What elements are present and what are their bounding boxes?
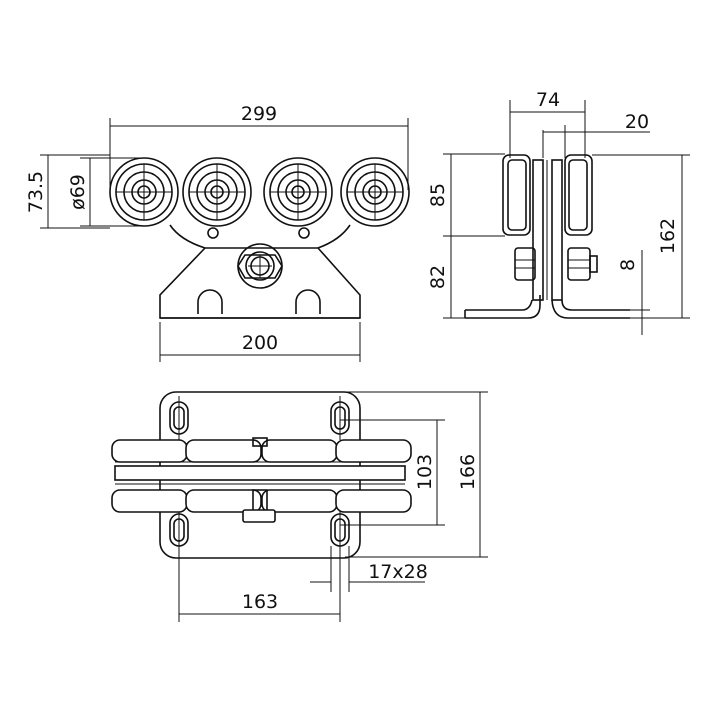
wheel-3: [263, 157, 333, 227]
dim-8: 8: [617, 259, 639, 271]
front-bolt: [237, 243, 283, 289]
dim-74: 74: [536, 89, 560, 111]
side-base-foot: [465, 295, 541, 319]
top-wheels-lower: [111, 489, 412, 523]
top-slots: [169, 396, 350, 552]
dim-163: 163: [242, 591, 278, 613]
front-wheels: [109, 157, 410, 227]
top-rail: [114, 465, 406, 481]
top-view: 103 166 17x28 163: [111, 391, 488, 622]
front-view: 299 73.5 ø69 200: [25, 103, 410, 362]
side-nut-right: [567, 247, 591, 281]
dim-162: 162: [657, 218, 679, 254]
dim-17x28: 17x28: [368, 561, 428, 583]
side-view: 74 20 85 82 162 8: [427, 89, 690, 335]
side-nut-left: [514, 247, 536, 281]
dim-diameter-69: ø69: [67, 174, 89, 210]
dim-82: 82: [427, 265, 449, 289]
dim-299: 299: [241, 103, 277, 125]
dim-85: 85: [427, 183, 449, 207]
dim-166: 166: [457, 454, 479, 490]
dim-20: 20: [625, 111, 649, 133]
wheel-1: [109, 157, 179, 227]
wheel-4: [340, 157, 410, 227]
wheel-2: [182, 157, 252, 227]
top-wheels-upper: [111, 437, 412, 463]
side-wheel-right: [564, 154, 593, 236]
top-bolt-head: [242, 509, 276, 523]
dim-73-5: 73.5: [25, 171, 47, 213]
dim-103: 103: [414, 454, 436, 490]
front-slot-right: [295, 289, 321, 314]
dim-200: 200: [242, 332, 278, 354]
front-slot-left: [197, 289, 223, 314]
side-wheel-left: [502, 154, 531, 236]
